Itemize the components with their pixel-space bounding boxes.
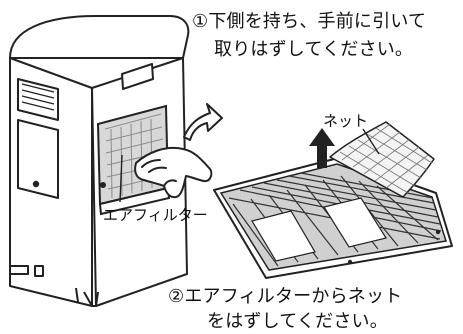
filter-screw-icon: [100, 182, 106, 188]
step-2-text-line-1: ②エアフィルターからネット: [168, 286, 403, 307]
air-filter-label: エアフィルター: [103, 206, 208, 224]
net-label: ネット: [323, 112, 369, 130]
callout-lines: [119, 128, 380, 203]
step-2-text-line-2: をはずしてください。: [207, 311, 388, 332]
lift-arrow-icon: [309, 128, 335, 168]
net-sheet: [329, 121, 435, 198]
step-1-text-line-2: 取りはずしてください。: [214, 39, 414, 60]
hand-illustration: [134, 147, 213, 199]
step-1-text-line-1: ①下側を持ち、手前に引いて: [192, 11, 427, 32]
pull-arrow-icon: [183, 103, 223, 141]
